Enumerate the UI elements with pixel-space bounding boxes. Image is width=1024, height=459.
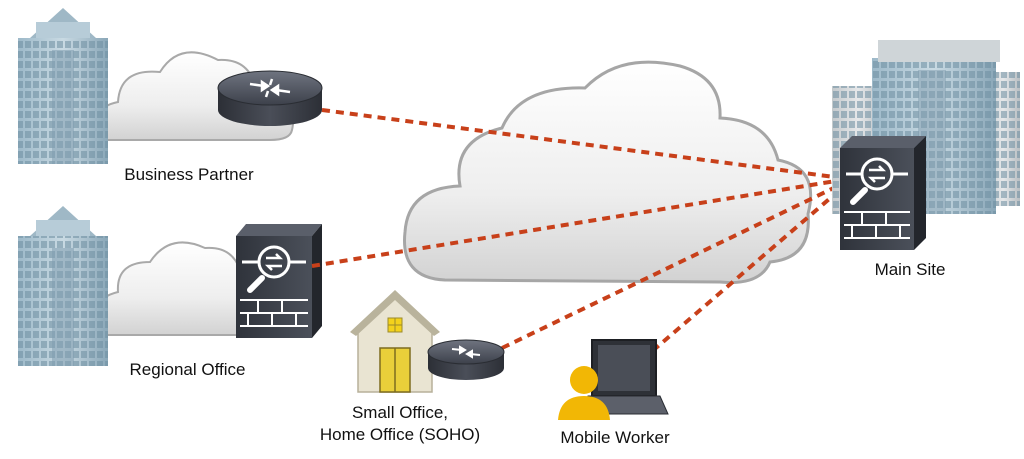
firewall-icon xyxy=(236,224,322,338)
cloud-icon xyxy=(91,241,260,336)
mobile-worker-site xyxy=(558,339,669,420)
business-partner-site xyxy=(18,8,323,164)
vpn-tunnels xyxy=(311,108,844,362)
firewall-icon xyxy=(840,136,926,250)
main-site xyxy=(832,40,1020,250)
soho-label-line2: Home Office (SOHO) xyxy=(319,425,481,444)
tunnel-business-partner xyxy=(321,108,843,180)
router-icon xyxy=(217,70,323,126)
building-icon xyxy=(18,8,108,164)
soho-site xyxy=(350,290,505,393)
main-site-label: Main Site xyxy=(874,260,946,279)
soho-label: Small Office, Home Office (SOHO) xyxy=(290,402,510,446)
tunnel-mobile-worker xyxy=(640,186,844,362)
regional-office-label: Regional Office xyxy=(129,360,246,379)
internet-cloud-icon xyxy=(403,60,813,285)
tunnel-regional-office xyxy=(311,178,843,268)
tunnel-soho xyxy=(501,182,843,350)
mobile-worker-label: Mobile Worker xyxy=(560,428,670,447)
regional-office-site xyxy=(18,206,322,366)
soho-label-line1: Small Office, xyxy=(351,403,449,422)
router-icon xyxy=(427,339,505,380)
user-icon xyxy=(558,366,610,420)
business-partner-label: Business Partner xyxy=(124,165,254,184)
house-icon xyxy=(350,290,440,393)
building-icon xyxy=(18,206,108,366)
